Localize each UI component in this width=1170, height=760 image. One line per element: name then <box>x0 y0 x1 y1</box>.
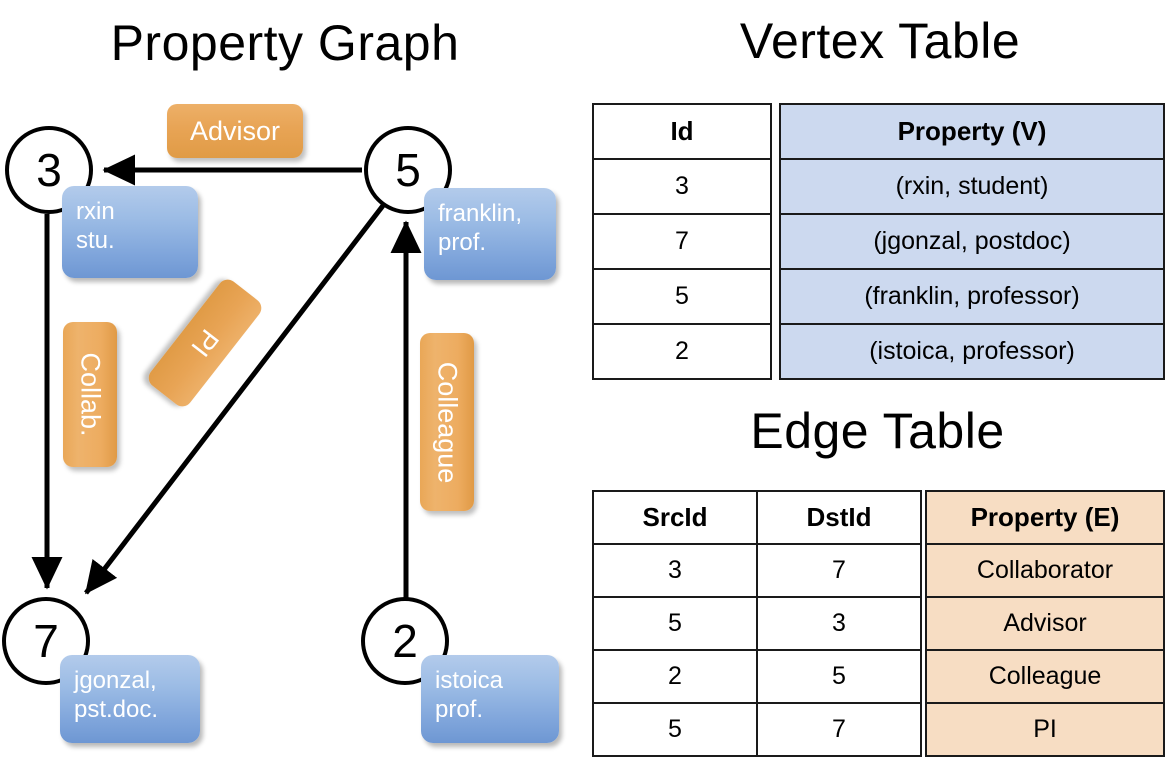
vertex-table-cell-id: 2 <box>592 323 772 380</box>
table-row[interactable]: (istoica, professor) <box>779 323 1165 380</box>
edge-table-header-property: Property (E) <box>925 490 1165 545</box>
graph-edge-pi <box>84 201 387 595</box>
edge-table-cell-src: 5 <box>592 596 758 651</box>
table-row[interactable]: Advisor <box>925 596 1165 651</box>
vertex-property-box-7: jgonzal, pst.doc. <box>60 655 200 743</box>
edge-table-property-column: Property (E) Collaborator Advisor Collea… <box>925 490 1165 757</box>
edge-table-cell-dst: 7 <box>756 702 922 757</box>
vertex-table-cell-property: (franklin, professor) <box>779 268 1165 325</box>
vertex-table-property-column: Property (V) (rxin, student) (jgonzal, p… <box>779 103 1165 380</box>
edge-table-cell-dst: 5 <box>756 649 922 704</box>
vertex-property-line-1: franklin, <box>438 200 523 227</box>
vertex-table-cell-property: (istoica, professor) <box>779 323 1165 380</box>
edge-label-collab: Collab. <box>63 322 117 467</box>
table-row[interactable]: 2 5 <box>592 649 922 704</box>
vertex-property-line-2: stu. <box>76 227 115 255</box>
edge-table-cell-src: 5 <box>592 702 758 757</box>
edge-table-cell-dst: 3 <box>756 596 922 651</box>
edge-table-cell-dst: 7 <box>756 543 922 598</box>
property-graph-canvas <box>31 154 422 598</box>
vertex-table-id-column: Id 3 7 5 2 <box>592 103 772 380</box>
vertex-property-box-3: rxin stu. <box>62 186 198 278</box>
edge-table-cell-property: PI <box>925 702 1165 757</box>
table-row[interactable]: 5 <box>592 268 772 325</box>
vertex-property-line-1: rxin <box>76 198 115 225</box>
edge-table-header-dst: DstId <box>756 490 922 545</box>
edge-table-cell-property: Advisor <box>925 596 1165 651</box>
edge-table-header-src: SrcId <box>592 490 758 545</box>
table-row[interactable]: PI <box>925 702 1165 757</box>
table-row[interactable]: Collaborator <box>925 543 1165 598</box>
vertex-table-header-property: Property (V) <box>779 103 1165 160</box>
edge-label-advisor: Advisor <box>167 104 303 158</box>
table-header-row: SrcId DstId <box>592 490 922 545</box>
vertex-property-line-2: prof. <box>438 229 487 257</box>
edge-label-collab-text: Collab. <box>75 352 106 437</box>
edge-table-id-columns: SrcId DstId 3 7 5 3 2 5 5 7 <box>592 490 922 757</box>
table-row[interactable]: (franklin, professor) <box>779 268 1165 325</box>
table-row[interactable]: Colleague <box>925 649 1165 704</box>
table-header-row: Id <box>592 103 772 160</box>
table-row[interactable]: 5 7 <box>592 702 922 757</box>
vertex-property-line-1: jgonzal, <box>74 667 157 694</box>
vertex-property-box-2: istoica prof. <box>421 655 559 743</box>
edge-table-cell-src: 3 <box>592 543 758 598</box>
table-header-row: Property (V) <box>779 103 1165 160</box>
graph-vertex-2[interactable]: 2 <box>361 597 449 685</box>
edge-table-cell-property: Colleague <box>925 649 1165 704</box>
vertex-table-header-id: Id <box>592 103 772 160</box>
table-row[interactable]: 3 <box>592 158 772 215</box>
table-row[interactable]: 5 3 <box>592 596 922 651</box>
vertex-property-line-2: prof. <box>435 696 484 724</box>
page-title-edge-table: Edge Table <box>750 403 1005 459</box>
vertex-table-cell-id: 7 <box>592 213 772 270</box>
table-row[interactable]: (rxin, student) <box>779 158 1165 215</box>
page-title-property-graph: Property Graph <box>110 15 460 71</box>
table-row[interactable]: (jgonzal, postdoc) <box>779 213 1165 270</box>
table-row[interactable]: 7 <box>592 213 772 270</box>
vertex-table-cell-id: 5 <box>592 268 772 325</box>
vertex-table-cell-id: 3 <box>592 158 772 215</box>
vertex-property-line-2: pst.doc. <box>74 696 159 724</box>
edge-label-pi-text: PI <box>185 324 226 363</box>
table-row[interactable]: 2 <box>592 323 772 380</box>
vertex-table-cell-property: (rxin, student) <box>779 158 1165 215</box>
edge-label-advisor-text: Advisor <box>189 115 281 146</box>
page-title-vertex-table: Vertex Table <box>739 13 1021 69</box>
vertex-property-box-5: franklin, prof. <box>424 188 556 280</box>
table-header-row: Property (E) <box>925 490 1165 545</box>
vertex-property-line-1: istoica <box>435 667 504 694</box>
edge-label-colleague-text: Colleague <box>432 361 463 483</box>
edge-label-colleague: Colleague <box>420 333 474 511</box>
edge-table-cell-src: 2 <box>592 649 758 704</box>
graph-vertex-5[interactable]: 5 <box>364 126 452 214</box>
table-row[interactable]: 3 7 <box>592 543 922 598</box>
edge-table-cell-property: Collaborator <box>925 543 1165 598</box>
vertex-table-cell-property: (jgonzal, postdoc) <box>779 213 1165 270</box>
